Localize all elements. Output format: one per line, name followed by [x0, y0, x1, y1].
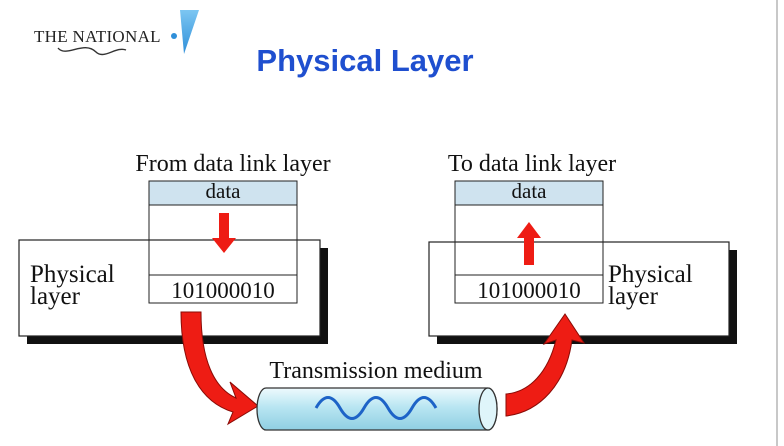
- page-title: Physical Layer: [256, 43, 473, 78]
- logo-dot: [171, 33, 177, 39]
- transmission-medium: Transmission medium: [256, 358, 498, 431]
- right-curved-arrow-icon: [505, 313, 586, 417]
- logo-text: THE NATIONAL: [34, 27, 161, 46]
- receiver-data-box: [454, 180, 604, 206]
- receiver-data-label: data: [512, 179, 548, 203]
- logo: THE NATIONAL: [34, 10, 199, 56]
- sender-data-label: data: [206, 179, 242, 203]
- receiver-caption: To data link layer: [448, 151, 616, 177]
- receiver-layer-label-line1: Physical: [608, 261, 693, 288]
- medium-tube: [256, 387, 498, 431]
- signal-wave-icon: [314, 396, 438, 420]
- up-arrow-icon: [517, 222, 541, 265]
- logo-wedge-icon: [180, 10, 199, 54]
- medium-label: Transmission medium: [269, 358, 482, 384]
- sender-layer-label-line1: Physical: [30, 261, 115, 288]
- sender-bits-box: [148, 274, 298, 304]
- receiver-bits: 101000010: [477, 278, 581, 303]
- sender-data-box: [148, 180, 298, 206]
- logo-flourish: [57, 47, 127, 56]
- sender-bits: 101000010: [171, 278, 275, 303]
- sender-physical-layer: data 101000010 Physical layer From data …: [18, 151, 331, 344]
- receiver-layer-label-line2: layer: [608, 283, 659, 310]
- sender-caption: From data link layer: [135, 151, 330, 177]
- sender-layer-label-line2: layer: [30, 283, 81, 310]
- receiver-physical-layer: data 101000010 Physical layer To data li…: [428, 151, 737, 344]
- medium-tube-end: [478, 387, 498, 431]
- down-arrow-icon: [212, 213, 236, 253]
- receiver-bits-box: [454, 274, 604, 304]
